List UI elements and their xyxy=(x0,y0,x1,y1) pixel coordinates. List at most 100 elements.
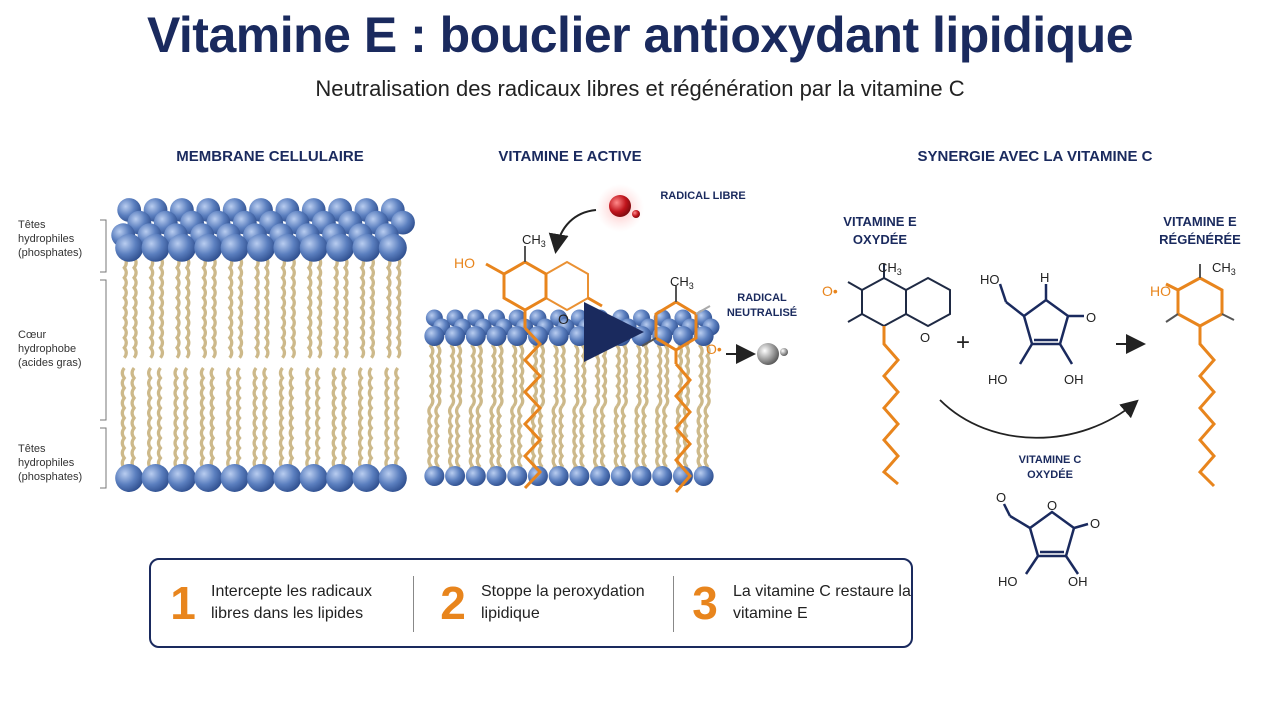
lipid-head xyxy=(247,234,275,262)
step-2-number: 2 xyxy=(439,576,467,630)
step-2: 2 Stoppe la peroxydation lipidique xyxy=(439,560,661,646)
lipid-head xyxy=(142,464,170,492)
lipid-head xyxy=(142,234,170,262)
lipid-head xyxy=(611,466,631,486)
lipid-tail xyxy=(636,406,638,476)
chem-label-vitc-oh1: HO xyxy=(988,372,1008,387)
lipid-tail xyxy=(562,336,564,406)
lipid-head xyxy=(445,466,465,486)
lipid-head xyxy=(300,234,328,262)
lipid-tail xyxy=(521,336,523,406)
lipid-head xyxy=(194,464,222,492)
chem-label-vitc-ho: HO xyxy=(980,272,1000,287)
lipid-tail xyxy=(254,368,256,478)
lipid-tail xyxy=(335,248,337,358)
lipid-head xyxy=(168,464,196,492)
lipid-tail xyxy=(659,336,661,406)
step-3-text: La vitamine C restaure la vitamine E xyxy=(733,581,913,625)
lipid-head xyxy=(273,464,301,492)
vitamin-c-molecule xyxy=(1000,284,1084,364)
lipid-tail xyxy=(175,368,177,478)
vitamin-c-oxidized-molecule xyxy=(1004,504,1088,574)
label-vitamin-e-oxidized: VITAMINE E OXYDÉE xyxy=(830,213,930,249)
lipid-head xyxy=(168,234,196,262)
lipid-head xyxy=(424,466,444,486)
lipid-tail xyxy=(519,406,521,476)
chem-label-ch3-2: CH3 xyxy=(670,274,694,291)
lipid-tail xyxy=(319,248,321,358)
lipid-head xyxy=(247,464,275,492)
chem-label-oradical-2: O• xyxy=(822,283,838,299)
lipid-head xyxy=(379,234,407,262)
lipid-tail xyxy=(345,248,347,358)
lipid-tail xyxy=(700,336,702,406)
lipid-tail xyxy=(396,368,398,478)
radical-attack-arrow xyxy=(556,210,596,250)
lipid-tail xyxy=(472,336,474,406)
lipid-tail xyxy=(452,336,454,406)
lipid-head xyxy=(445,326,465,346)
chem-label-o-2: O xyxy=(920,330,930,345)
lipid-tail xyxy=(657,406,659,476)
step-2-text: Stoppe la peroxydation lipidique xyxy=(481,581,661,625)
lipid-tail xyxy=(266,248,268,358)
lipid-tail xyxy=(645,336,647,406)
lipid-tail xyxy=(134,248,136,358)
lipid-head xyxy=(507,466,527,486)
lipid-tail xyxy=(187,248,189,358)
step-1: 1 Intercepte les radicaux libres dans le… xyxy=(169,560,391,646)
lipid-tail xyxy=(431,336,433,406)
lipid-tail xyxy=(438,336,440,406)
lipid-tail xyxy=(292,248,294,358)
step-1-number: 1 xyxy=(169,576,197,630)
lipid-tail xyxy=(213,248,215,358)
lipid-tail xyxy=(638,336,640,406)
label-radical-neutralise: RADICAL NEUTRALISÉ xyxy=(722,291,802,321)
lipid-tail xyxy=(436,406,438,476)
lipid-tail xyxy=(500,336,502,406)
lipid-tail xyxy=(398,248,400,358)
lipid-tail xyxy=(664,406,666,476)
lipid-tail xyxy=(583,336,585,406)
lipid-tail xyxy=(512,406,514,476)
step-divider xyxy=(413,576,414,632)
lipid-tail xyxy=(617,336,619,406)
vitamin-e-regenerated-molecule xyxy=(1166,264,1234,486)
lipid-tail xyxy=(228,368,230,478)
label-vitamin-e-regenerated: VITAMINE E RÉGÉNÉRÉE xyxy=(1150,213,1250,249)
lipid-tail xyxy=(177,248,179,358)
lipid-tail xyxy=(317,368,319,478)
lipid-tail xyxy=(264,368,266,478)
lipid-tail xyxy=(574,406,576,476)
lipid-tail xyxy=(151,248,153,358)
curved-synergy-arrow xyxy=(940,400,1136,438)
lipid-tail xyxy=(158,368,160,478)
chem-label-ho-2: HO xyxy=(1150,283,1171,299)
lipid-head xyxy=(424,326,444,346)
lipid-head xyxy=(487,326,507,346)
lipid-tail xyxy=(604,336,606,406)
step-1-text: Intercepte les radicaux libres dans les … xyxy=(211,581,391,625)
lipid-tail xyxy=(643,406,645,476)
lipid-tail xyxy=(624,336,626,406)
lipid-tail xyxy=(238,368,240,478)
lipid-tail xyxy=(479,336,481,406)
lipid-head xyxy=(352,234,380,262)
lipid-head xyxy=(352,464,380,492)
chem-label-vitcox-oh: OH xyxy=(1068,574,1088,589)
lipid-tail xyxy=(256,248,258,358)
label-vitamin-c-oxidized: VITAMINE C OXYDÉE xyxy=(1000,453,1100,483)
lipid-head xyxy=(194,234,222,262)
lipid-head xyxy=(487,466,507,486)
lipid-tail xyxy=(333,368,335,478)
lipid-head xyxy=(549,326,569,346)
step-divider xyxy=(673,576,674,632)
lipid-tail xyxy=(343,368,345,478)
chem-label-vitcox-o2: O xyxy=(1047,498,1057,513)
lipid-tail xyxy=(132,368,134,478)
lipid-tail xyxy=(477,406,479,476)
lipid-tail xyxy=(493,336,495,406)
lipid-tail xyxy=(595,406,597,476)
lipid-tail xyxy=(602,406,604,476)
chem-label-oradical: O• xyxy=(706,341,722,357)
